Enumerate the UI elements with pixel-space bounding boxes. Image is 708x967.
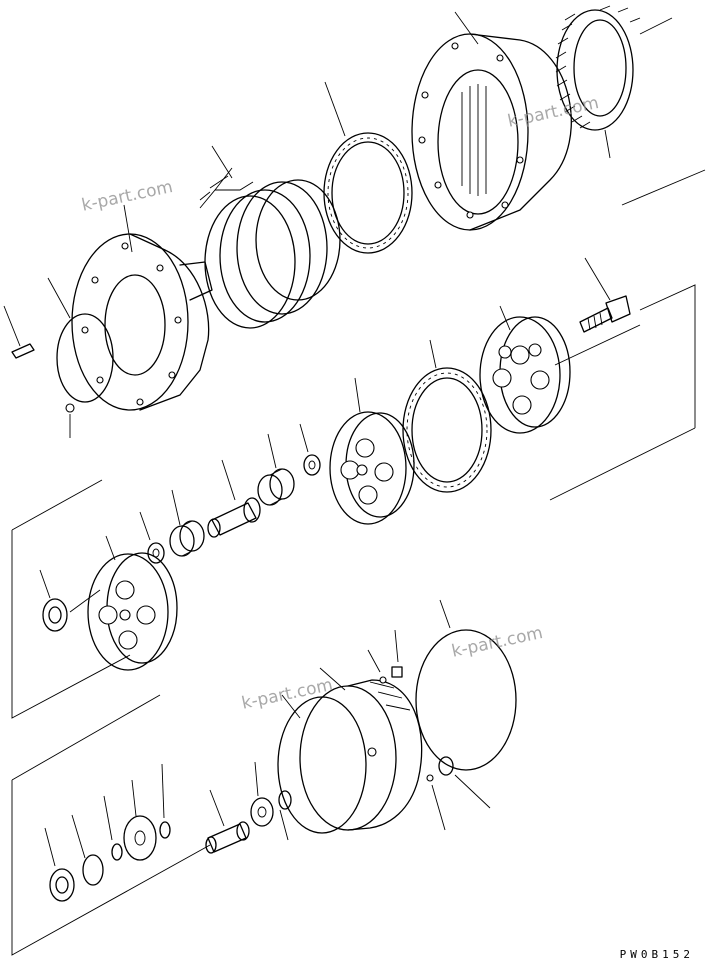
bearing-ring-middle <box>402 339 492 493</box>
drawing-code: PW0B152 <box>619 948 694 961</box>
thrust-washer-1 <box>299 423 321 476</box>
hub-housing <box>411 11 706 231</box>
snap-ring-2 <box>159 763 171 839</box>
plug-lower <box>426 756 491 831</box>
thrust-washer-2 <box>139 511 165 564</box>
sun-gear-shaft-1 <box>207 459 261 538</box>
floating-seal-set <box>199 145 341 329</box>
planet-carrier-3 <box>87 535 178 671</box>
retaining-ring <box>71 814 104 886</box>
planet-carrier-2 <box>329 377 415 525</box>
needle-bearing-1 <box>257 433 295 506</box>
dowel-pin <box>3 305 35 359</box>
spindle-housing <box>71 204 213 411</box>
sun-gear-shaft-2 <box>205 789 250 854</box>
o-ring-left <box>47 277 114 403</box>
cover <box>299 667 423 831</box>
needle-bearing-2 <box>169 489 205 557</box>
bolt <box>579 257 631 333</box>
gear-small <box>250 761 274 827</box>
stage-2-frame <box>11 694 211 956</box>
stage-1-frame <box>11 284 696 719</box>
planet-carrier-1 <box>479 305 641 434</box>
large-o-ring <box>415 599 517 771</box>
ring-gear <box>555 5 673 159</box>
roller-bearing-1 <box>39 569 101 632</box>
planet-gear <box>123 779 157 861</box>
bearing-ring-upper <box>323 81 413 254</box>
snap-ring-1 <box>278 790 292 841</box>
small-pin <box>65 403 75 438</box>
snap-ring-3 <box>103 795 123 861</box>
roller-bearing-2 <box>44 827 75 902</box>
o-ring-cover <box>277 694 367 834</box>
plug-upper <box>367 629 403 684</box>
